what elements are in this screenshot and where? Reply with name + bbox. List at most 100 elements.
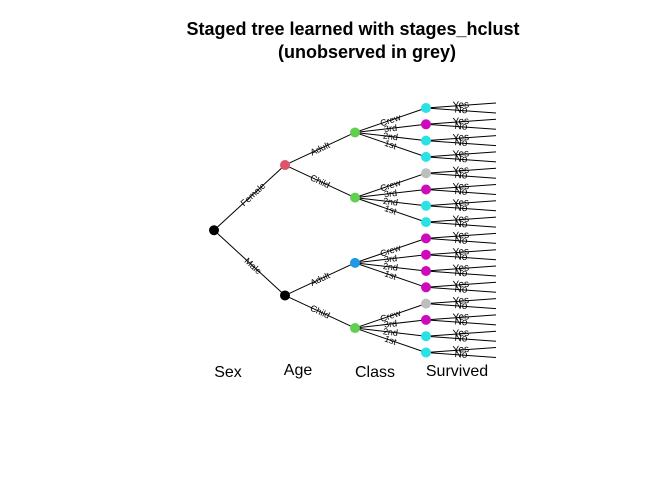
plot-title-line2: (unobserved in grey) [278,42,456,62]
node-survived-1 [421,119,431,130]
edge-age-2 [284,262,356,296]
node-root [209,225,219,236]
edge-leaf-14-1 [425,335,497,342]
edge-class-1 [354,123,427,133]
edge-label-survived-15-1: No [454,349,468,361]
edge-label-class-11: 1st [383,268,398,282]
edge-leaf-8-0 [425,232,497,239]
plot-title-line1: Staged tree learned with stages_hclust [186,19,519,39]
edge-label-survived-6-1: No [454,202,468,214]
node-class-3 [350,323,360,334]
edge-leaf-15-0 [425,347,497,353]
edge-age-3 [284,294,356,329]
node-survived-12 [421,298,431,309]
variable-label-sex: Sex [214,364,242,381]
edge-label-age-2: Adult [309,270,332,288]
variable-label-class: Class [355,364,395,381]
edge-label-age-0: Adult [309,140,332,158]
edge-label-survived-7-1: No [454,219,468,231]
edge-sex-0 [213,164,286,231]
edge-label-class-5: 3rd [383,188,397,199]
edge-label-survived-4-1: No [454,170,468,182]
edge-leaf-0-1 [425,107,497,114]
tree-edges [213,102,497,358]
node-survived-4 [421,168,431,179]
edge-label-survived-9-0: Yes [452,246,469,258]
edge-class-6 [354,197,427,207]
edge-label-survived-15-0: Yes [452,344,469,356]
node-survived-6 [421,200,431,211]
edge-leaf-10-0 [425,265,497,272]
edge-label-survived-1-0: Yes [452,116,469,128]
node-survived-11 [421,282,431,293]
edge-label-survived-6-0: Yes [452,197,469,209]
node-survived-10 [421,266,431,276]
edge-label-survived-12-1: No [454,300,468,312]
node-survived-14 [421,331,431,342]
edge-label-survived-9-1: No [454,251,468,263]
edge-label-survived-10-0: Yes [452,262,469,274]
node-survived-3 [421,151,431,162]
variable-label-survived: Survived [426,363,488,380]
edge-label-class-15: 1st [383,334,398,348]
edge-label-age-3: Child [309,303,332,321]
edge-label-survived-3-0: Yes [452,148,469,160]
node-survived-8 [421,233,431,244]
edge-label-survived-0-0: Yes [452,99,469,111]
edge-leaf-6-1 [425,205,497,212]
edge-leaf-14-0 [425,330,497,337]
edge-leaf-8-1 [425,237,497,244]
edge-age-0 [284,131,356,166]
edge-label-class-7: 1st [383,203,398,217]
edge-label-survived-3-1: No [454,153,468,165]
edge-label-survived-11-0: Yes [452,279,469,291]
edge-class-13 [354,319,427,329]
edge-class-0 [354,107,427,133]
edge-class-4 [354,172,427,199]
edge-label-survived-7-0: Yes [452,214,469,226]
edge-label-survived-13-0: Yes [452,311,469,323]
edge-class-7 [354,197,427,223]
edge-label-survived-14-1: No [454,333,468,345]
edge-leaf-7-0 [425,216,497,223]
edge-label-survived-8-0: Yes [452,230,469,242]
edge-label-survived-5-0: Yes [452,181,469,193]
node-class-2 [350,257,360,268]
node-survived-0 [421,103,431,113]
node-survived-9 [421,249,431,260]
tree-nodes [209,103,431,358]
edge-class-5 [354,189,427,199]
edge-leaf-5-1 [425,189,497,195]
edge-leaf-3-1 [425,156,497,163]
edge-class-10 [354,262,427,272]
edge-class-8 [354,237,427,264]
edge-class-2 [354,131,427,142]
edge-label-survived-2-0: Yes [452,132,469,144]
edge-label-sex-0: Female [239,181,268,209]
edge-leaf-11-0 [425,281,497,288]
edge-leaf-5-0 [425,184,497,190]
node-survived-5 [421,184,431,195]
edge-leaf-11-1 [425,286,497,293]
edge-label-class-9: 3rd [383,253,397,264]
edge-leaf-6-0 [425,200,497,207]
edge-label-class-2: 2nd [382,131,398,143]
edge-leaf-1-1 [425,123,497,130]
edge-label-class-1: 3rd [383,123,397,134]
edge-class-14 [354,327,427,337]
edge-leaf-2-1 [425,140,497,147]
edge-label-survived-2-1: No [454,137,468,149]
edge-leaf-12-1 [425,303,497,310]
edge-sex-1 [213,229,286,296]
edge-leaf-1-0 [425,118,497,125]
tree-edge-labels: FemaleMaleAdultChildAdultChildCrew3rd2nd… [239,99,470,361]
edge-label-survived-13-1: No [454,316,468,328]
edge-label-survived-0-1: No [454,105,468,117]
edge-label-class-3: 1st [383,138,398,152]
edge-class-3 [354,131,427,158]
edge-leaf-3-0 [425,151,497,158]
edge-label-class-13: 3rd [383,318,397,329]
edge-leaf-13-1 [425,319,497,326]
edge-leaf-4-1 [425,172,497,179]
